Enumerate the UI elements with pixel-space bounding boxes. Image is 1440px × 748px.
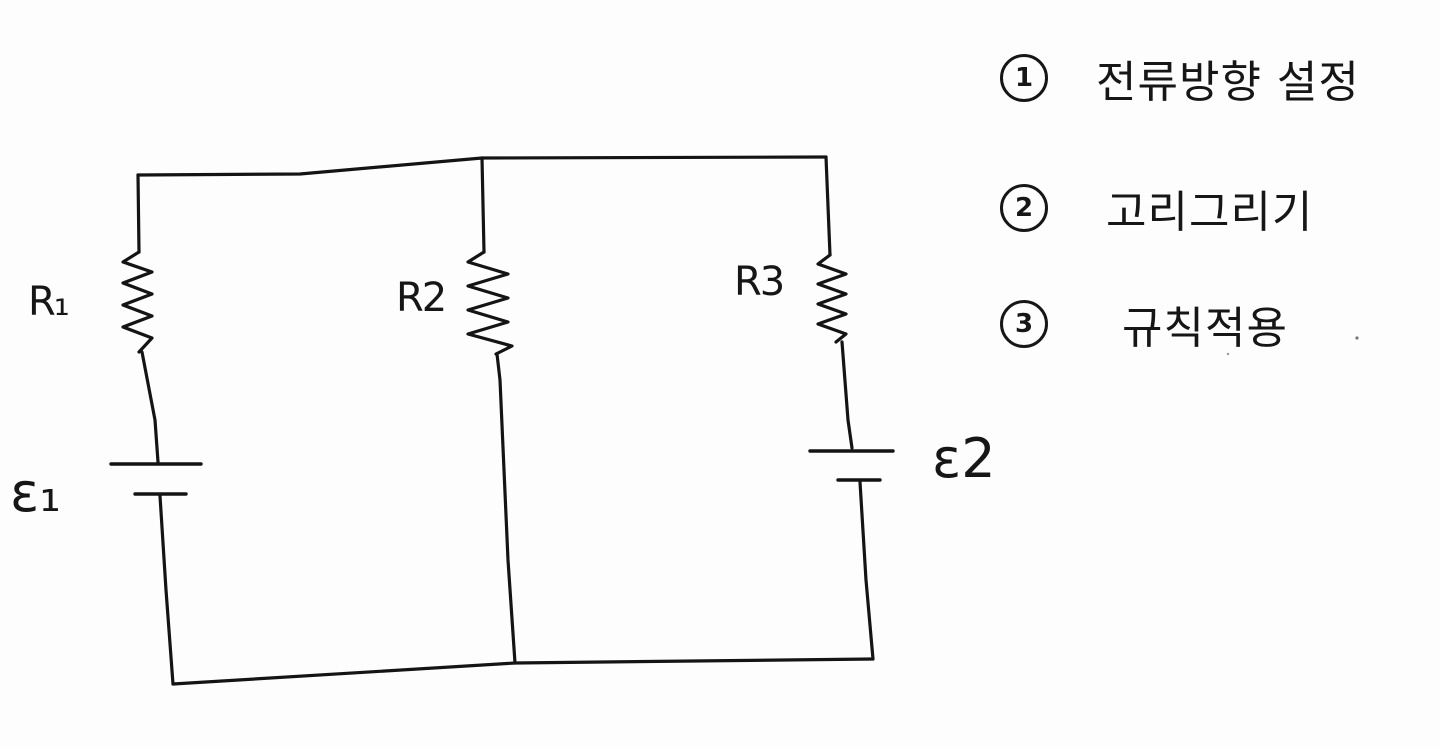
step-1: 1 전류방향 설정 (1000, 46, 1360, 110)
step-2-number: 2 (1000, 184, 1048, 232)
step-3: 3 규칙적용 (1000, 292, 1288, 356)
middle-branch-lower-wire (495, 352, 517, 665)
step-2-text: 고리그리기 (1106, 187, 1314, 238)
middle-branch-upper-wire (480, 156, 486, 254)
left-branch-upper-wire (136, 173, 141, 254)
step-3-text: 규칙적용 (1122, 303, 1288, 354)
right-branch-lower-wire (858, 480, 875, 661)
emf-e1-label: ε₁ (10, 461, 61, 524)
step-1-text: 전류방향 설정 (1096, 57, 1360, 108)
step-3-number: 3 (1000, 300, 1048, 348)
left-branch-middle-wire (140, 350, 160, 464)
resistor-r1-symbol (121, 250, 154, 354)
resistor-r2-label: R2 (396, 275, 447, 321)
top-wire (136, 155, 828, 177)
pencil-dot (1226, 352, 1230, 356)
step-2: 2 고리그리기 (1000, 176, 1313, 240)
resistor-r3-symbol (816, 253, 848, 344)
emf-e2-label: ε2 (932, 427, 996, 490)
right-branch-middle-wire (840, 340, 854, 450)
bottom-wire (171, 657, 875, 686)
step-1-number: 1 (1000, 54, 1048, 102)
resistor-r2-symbol (466, 250, 514, 356)
left-branch-lower-wire (158, 494, 175, 686)
right-branch-upper-wire (824, 155, 832, 257)
pencil-dot (1355, 336, 1359, 340)
resistor-r3-label: R3 (734, 259, 785, 305)
resistor-r1-label: R₁ (28, 279, 70, 325)
